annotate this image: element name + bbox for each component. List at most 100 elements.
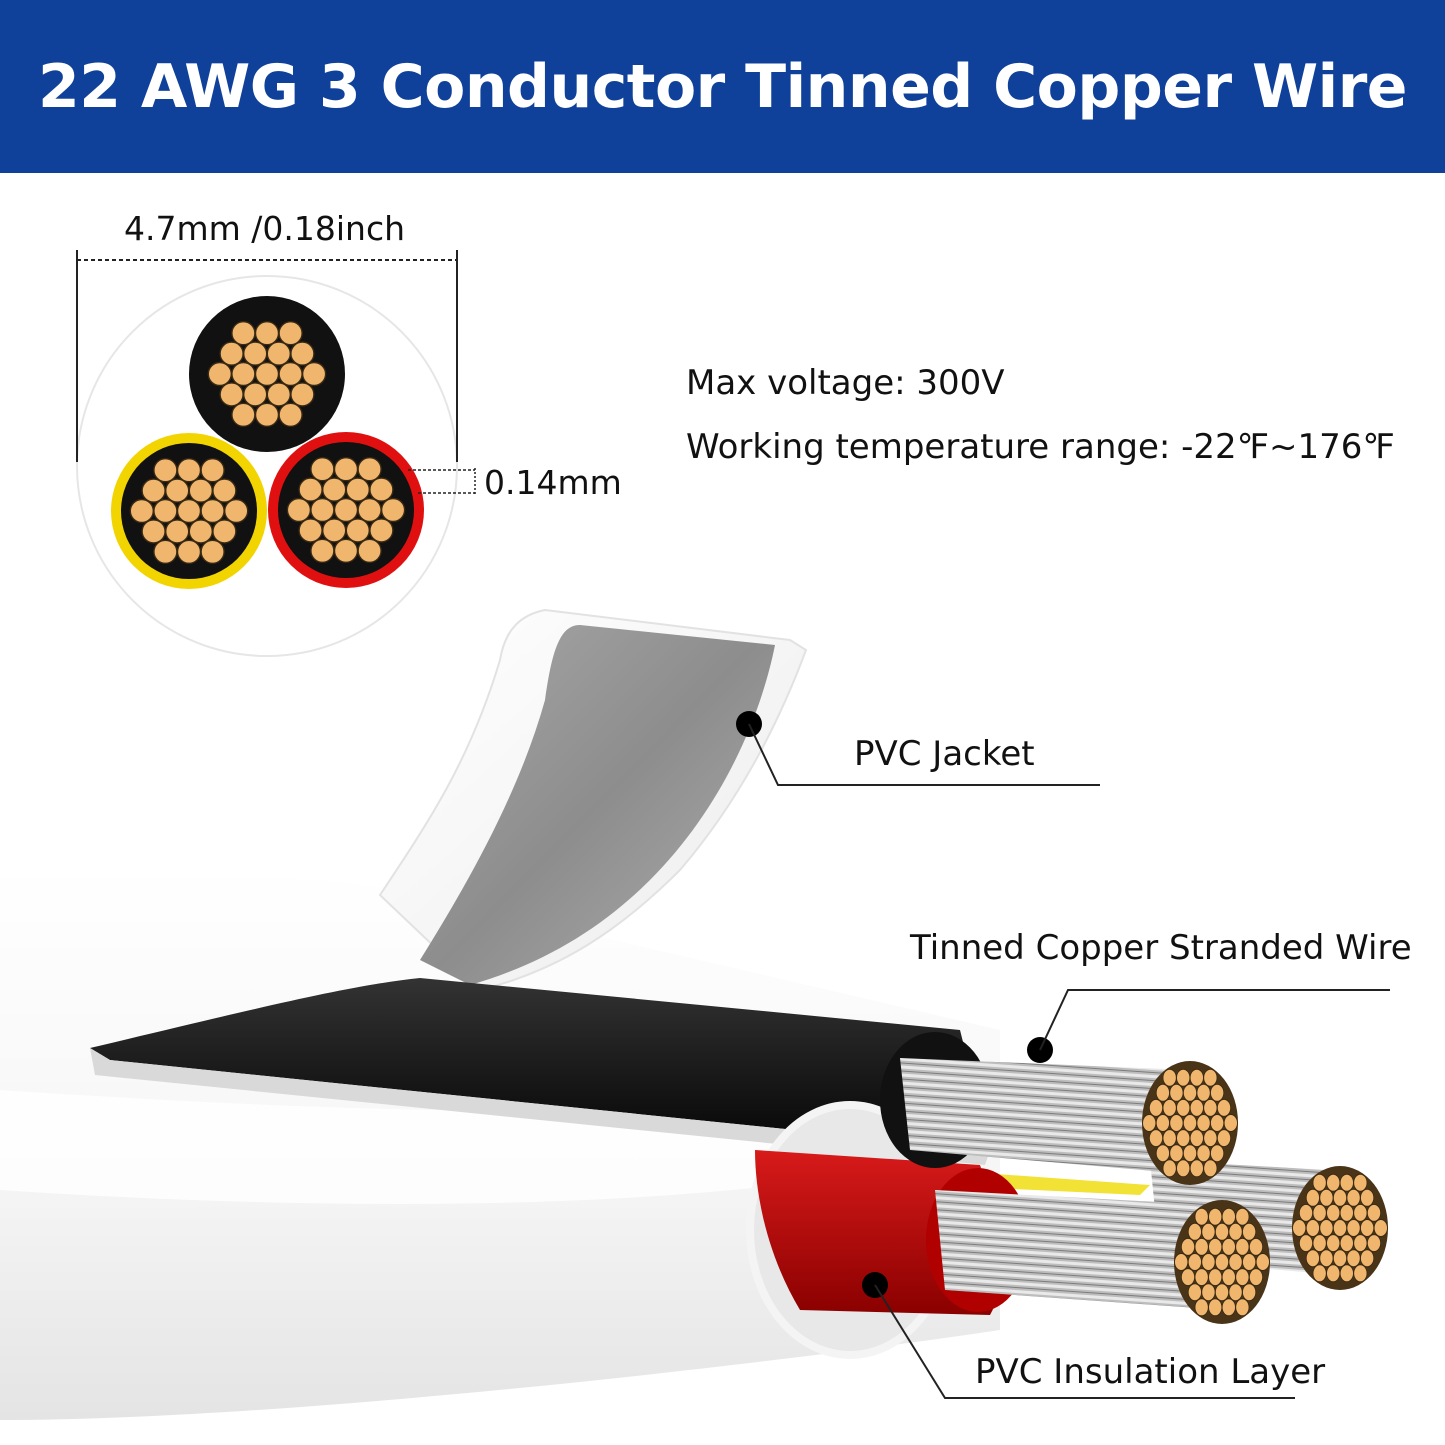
copper-strand (1298, 1234, 1314, 1253)
cable-3d (0, 608, 1388, 1420)
copper-strand (1346, 1218, 1361, 1238)
callout-insulation-leader (874, 1284, 1295, 1399)
copper-strand (1228, 1222, 1243, 1241)
copper-strand (1235, 1207, 1250, 1226)
jacket-flap-inner (420, 625, 775, 985)
copper-strand (1189, 1098, 1204, 1117)
copper-strand (1180, 1268, 1196, 1287)
copper-strand (243, 341, 268, 366)
copper-strand (310, 457, 335, 482)
copper-strand (1305, 1249, 1320, 1268)
copper-strand (1360, 1249, 1375, 1268)
copper-strand (1196, 1113, 1211, 1133)
copper-strand (1201, 1283, 1216, 1302)
copper-strand (1169, 1113, 1184, 1133)
copper-strand (298, 477, 323, 502)
copper-strand (1214, 1283, 1230, 1302)
copper-strand (1162, 1159, 1177, 1178)
copper-strand (1182, 1083, 1198, 1102)
copper-strand (1194, 1268, 1209, 1287)
cross-section-diagram (76, 250, 476, 657)
copper-strand (1242, 1252, 1257, 1272)
copper-strand (278, 361, 303, 387)
copper-strand (1305, 1218, 1320, 1238)
copper-strand (153, 498, 178, 524)
copper-strand (1176, 1129, 1191, 1148)
copper-strand (1339, 1203, 1354, 1222)
copper-strand (1298, 1203, 1314, 1222)
copper-strand (1242, 1283, 1257, 1302)
copper-strand (1189, 1068, 1204, 1087)
copper-strand (1353, 1234, 1368, 1253)
copper-strand (212, 519, 237, 544)
copper-strand (1155, 1144, 1170, 1163)
copper-strand (1221, 1268, 1236, 1287)
copper-strand (243, 382, 268, 407)
copper-strand (1189, 1129, 1204, 1148)
copper-strand (1208, 1298, 1223, 1317)
copper-strand (1326, 1203, 1341, 1222)
copper-strand (1187, 1252, 1202, 1272)
copper-strand (357, 538, 382, 563)
copper-strand (231, 402, 256, 427)
red-wire-strands (935, 1190, 1225, 1310)
copper-strand (188, 478, 213, 503)
copper-strand (1203, 1068, 1218, 1087)
black-wire-run (90, 978, 990, 1150)
copper-strand (1242, 1222, 1257, 1241)
copper-strand (1155, 1113, 1170, 1133)
copper-strand (322, 477, 347, 502)
copper-strand (357, 497, 382, 523)
red-strand-end (1174, 1200, 1270, 1324)
copper-strand (1196, 1144, 1211, 1163)
black-conductor (189, 296, 345, 452)
copper-strand (1208, 1237, 1223, 1256)
copper-strand (1366, 1203, 1382, 1222)
copper-strand (1180, 1237, 1196, 1256)
copper-strand (176, 498, 202, 524)
copper-strand (1194, 1298, 1209, 1317)
copper-strand (1312, 1264, 1327, 1283)
copper-strand (1228, 1283, 1243, 1302)
copper-strand (1162, 1068, 1177, 1087)
copper-strand (1248, 1237, 1264, 1256)
copper-strand (1208, 1207, 1223, 1226)
copper-strand (1305, 1188, 1320, 1207)
copper-strand (254, 361, 280, 387)
copper-strand (207, 361, 232, 387)
copper-strand (1162, 1129, 1177, 1148)
copper-strand (153, 458, 178, 483)
copper-strand (1373, 1218, 1388, 1238)
copper-strand (1187, 1283, 1202, 1302)
copper-strand (1169, 1083, 1184, 1102)
callout-insulation (862, 1272, 1295, 1399)
copper-strand (1189, 1159, 1204, 1178)
copper-strand (1235, 1298, 1250, 1317)
copper-strand (1312, 1203, 1327, 1222)
copper-strand (1223, 1113, 1238, 1133)
copper-strand (1174, 1252, 1189, 1272)
copper-strand (1235, 1237, 1250, 1256)
copper-strand (1201, 1222, 1216, 1241)
copper-strand (310, 538, 335, 563)
copper-strand (1176, 1159, 1191, 1178)
copper-strand (1326, 1173, 1341, 1192)
copper-strand (1148, 1129, 1164, 1148)
copper-strand (1176, 1098, 1191, 1117)
insulation-layer-label: PVC Insulation Layer (975, 1352, 1326, 1392)
copper-strand (231, 321, 256, 346)
copper-strand (1203, 1098, 1218, 1117)
title-banner: 22 AWG 3 Conductor Tinned Copper Wire (0, 0, 1445, 173)
copper-strand (1203, 1159, 1218, 1178)
copper-strand (254, 321, 280, 346)
copper-strand (1360, 1188, 1375, 1207)
copper-strand (188, 519, 213, 544)
copper-strand (212, 478, 237, 503)
copper-strand (345, 477, 370, 502)
copper-strand (1292, 1218, 1307, 1238)
black-strand-end (1142, 1061, 1238, 1185)
stranded-wire-label: Tinned Copper Stranded Wire (910, 928, 1412, 968)
copper-strand (1182, 1144, 1198, 1163)
copper-strand (1319, 1188, 1334, 1207)
callout-strand (1027, 989, 1390, 1063)
